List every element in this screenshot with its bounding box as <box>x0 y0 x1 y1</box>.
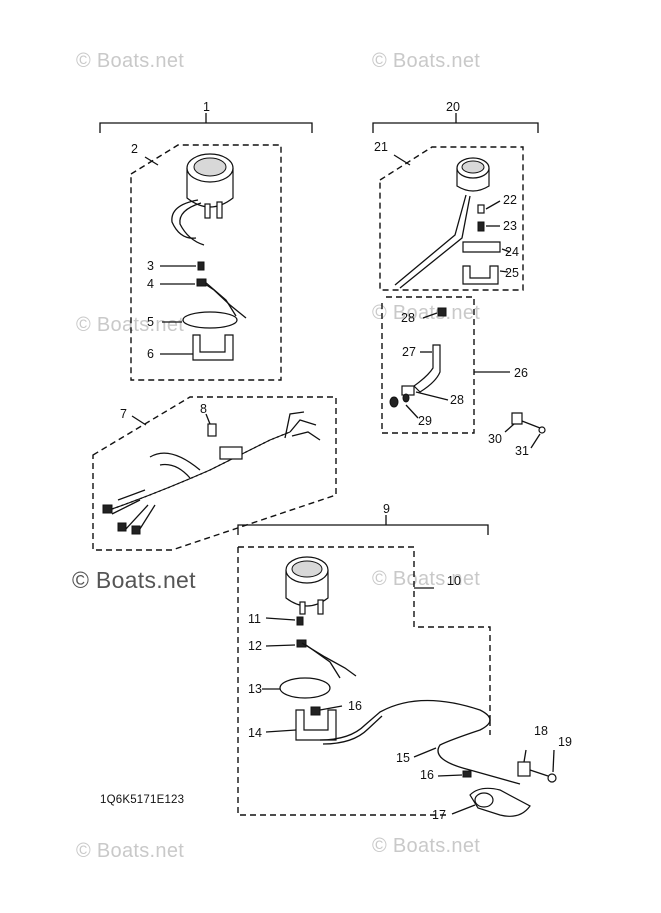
group-20 <box>372 113 546 449</box>
watermark-mid-right: © Boats.net <box>372 302 481 324</box>
callout-28a: 28 <box>401 311 415 325</box>
callout-26: 26 <box>514 366 528 380</box>
callout-12: 12 <box>248 639 262 653</box>
callout-1: 1 <box>203 100 210 114</box>
callout-3: 3 <box>147 259 154 273</box>
watermark-top-left: © Boats.net <box>76 50 185 72</box>
watermark-lower-right: © Boats.net <box>372 568 481 590</box>
callout-23: 23 <box>503 219 517 233</box>
callout-21: 21 <box>374 140 388 154</box>
callout-31: 31 <box>515 444 529 458</box>
callout-4: 4 <box>147 277 154 291</box>
callout-9: 9 <box>383 502 390 516</box>
callout-11: 11 <box>248 612 261 626</box>
watermark-bottom-right: © Boats.net <box>372 835 481 857</box>
group-7-harness <box>92 396 337 551</box>
callout-10: 10 <box>447 574 461 588</box>
callout-25: 25 <box>505 266 519 280</box>
watermark-top-right: © Boats.net <box>372 50 481 72</box>
callout-30: 30 <box>488 432 502 446</box>
callout-7: 7 <box>120 407 127 421</box>
watermark-bold: © Boats.net <box>72 567 196 593</box>
group-1 <box>99 113 313 381</box>
callout-22: 22 <box>503 193 517 207</box>
callout-28b: 28 <box>450 393 464 407</box>
callout-24: 24 <box>505 245 519 259</box>
watermark-bottom-left: © Boats.net <box>76 840 185 862</box>
callout-27: 27 <box>402 345 416 359</box>
callout-15: 15 <box>396 751 410 765</box>
callout-8: 8 <box>200 402 207 416</box>
callout-16b: 16 <box>420 768 434 782</box>
callout-13: 13 <box>248 682 262 696</box>
callout-19: 19 <box>558 735 572 749</box>
group-9 <box>237 515 557 817</box>
callout-2: 2 <box>131 142 138 156</box>
callout-14: 14 <box>248 726 262 740</box>
callout-18: 18 <box>534 724 548 738</box>
callout-6: 6 <box>147 347 154 361</box>
callout-29: 29 <box>418 414 432 428</box>
callout-5: 5 <box>147 315 154 329</box>
callout-16a: 16 <box>348 699 362 713</box>
callout-20: 20 <box>446 100 460 114</box>
callout-17: 17 <box>432 808 446 822</box>
meter-gauge-9 <box>285 556 329 615</box>
meter-gauge-2 <box>171 153 234 246</box>
diagram-code: 1Q6K5171E123 <box>100 794 185 806</box>
meter-gauge-21 <box>456 157 490 192</box>
watermark-mid-left: © Boats.net <box>76 314 185 336</box>
